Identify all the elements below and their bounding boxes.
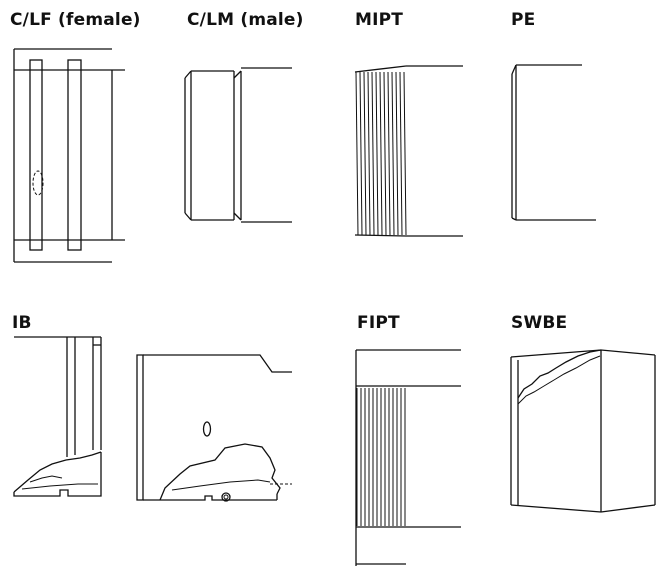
mipt-drawing bbox=[354, 65, 463, 237]
thread-line bbox=[403, 71, 407, 236]
label-pe: PE bbox=[511, 10, 536, 30]
thread-line bbox=[371, 71, 375, 236]
thread-line bbox=[379, 71, 383, 236]
thread-line bbox=[363, 71, 367, 236]
label-ib: IB bbox=[12, 313, 32, 333]
label-fipt: FIPT bbox=[357, 313, 400, 333]
thread-line bbox=[399, 71, 403, 236]
ib-left-drawing bbox=[13, 336, 102, 497]
pe-drawing bbox=[511, 64, 596, 221]
thread-line bbox=[355, 71, 359, 236]
ib-right-drawing bbox=[136, 354, 292, 502]
thread-line bbox=[375, 71, 379, 236]
label-mipt: MIPT bbox=[355, 10, 404, 30]
thread-line bbox=[383, 71, 387, 236]
label-clm: C/LM (male) bbox=[187, 10, 304, 30]
thread-line bbox=[359, 71, 363, 236]
clf-female-drawing bbox=[13, 48, 125, 263]
swbe-drawing bbox=[510, 349, 656, 513]
label-swbe: SWBE bbox=[511, 313, 568, 333]
label-clf: C/LF (female) bbox=[10, 10, 141, 30]
thread-line bbox=[387, 71, 391, 236]
thread-line bbox=[395, 71, 399, 236]
thread-line bbox=[367, 71, 371, 236]
clm-male-drawing bbox=[184, 67, 292, 223]
thread-line bbox=[391, 71, 395, 236]
fipt-drawing bbox=[355, 349, 461, 566]
